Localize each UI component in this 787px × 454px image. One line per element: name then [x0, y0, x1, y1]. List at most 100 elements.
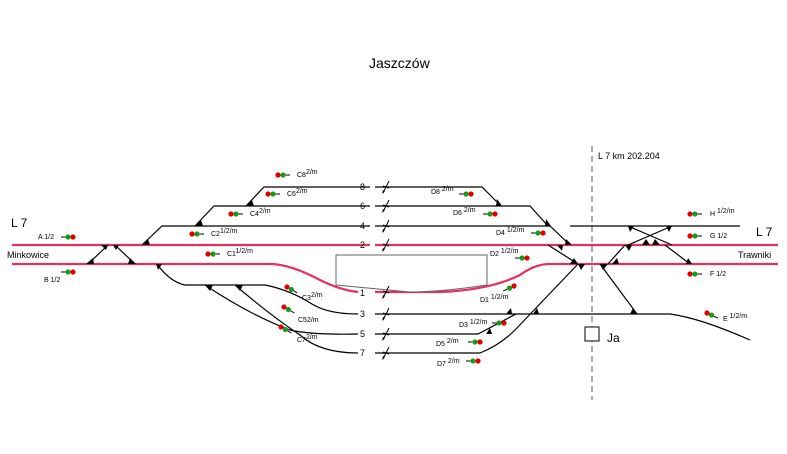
svg-text:D3 1/2/m: D3 1/2/m	[459, 319, 488, 329]
track-5-left	[204, 284, 359, 335]
signal-icon	[264, 190, 281, 198]
signal-C4[interactable]: C42/m	[227, 208, 271, 218]
signal-D8[interactable]: D8 2/m	[431, 186, 475, 198]
svg-text:C11/2/m: C11/2/m	[227, 248, 253, 258]
svg-text:6: 6	[360, 201, 365, 211]
svg-text:5: 5	[360, 329, 365, 339]
signal-B[interactable]: B 1/2	[44, 268, 77, 284]
signal-C7[interactable]: C72/m	[277, 323, 318, 344]
signal-F[interactable]: F 1/2	[686, 270, 726, 278]
svg-text:2: 2	[360, 240, 365, 250]
signal-G[interactable]: G 1/2	[686, 232, 727, 240]
signal-C3[interactable]: C32/m	[283, 283, 323, 302]
signal-icon	[530, 229, 547, 237]
line-label-left: L 7	[11, 216, 28, 230]
signal-box-icon	[584, 326, 600, 342]
track-8-left	[245, 186, 370, 207]
switch-wedges	[86, 199, 692, 334]
signal-D3[interactable]: D3 1/2/m	[459, 319, 508, 329]
svg-text:D6 2/m: D6 2/m	[453, 207, 476, 217]
signal-icon	[227, 210, 244, 218]
track-7-right	[375, 263, 579, 354]
track-7-left	[234, 284, 359, 354]
station-label-trawniki: Trawniki	[738, 250, 771, 260]
svg-text:4: 4	[360, 221, 365, 231]
signal-D4[interactable]: D4 1/2/m	[496, 227, 547, 237]
track-number-4: 4	[360, 219, 390, 234]
track-number-8: 8	[360, 180, 390, 195]
svg-text:C62/m: C62/m	[287, 188, 308, 198]
track-number-2: 2	[360, 238, 390, 253]
track-number-1: 1	[360, 285, 390, 300]
signal-icon	[60, 233, 77, 241]
signal-D6[interactable]: D6 2/m	[453, 207, 499, 218]
track-number-3: 3	[360, 307, 390, 322]
track-1-right	[375, 262, 778, 294]
signal-A[interactable]: A 1/2	[38, 233, 77, 241]
signal-D2[interactable]: D2 1/2/m	[490, 248, 531, 262]
svg-text:D7 2/m: D7 2/m	[437, 358, 460, 368]
crossover-mid-c	[664, 244, 691, 265]
track-number-5: 5	[360, 327, 390, 342]
svg-text:C21/2/m: C21/2/m	[211, 228, 238, 238]
signal-D1[interactable]: D1 1/2/m	[480, 283, 517, 304]
signal-icon	[281, 304, 295, 314]
track-number-7: 7	[360, 346, 390, 361]
track-3-right	[375, 313, 751, 341]
signal-icon	[284, 284, 298, 294]
svg-text:C72/m: C72/m	[297, 334, 318, 344]
track-6-right	[375, 205, 549, 227]
signal-icon	[188, 230, 205, 238]
svg-text:C32/m: C32/m	[302, 292, 323, 302]
track-3-left	[156, 263, 359, 315]
signal-icon	[60, 268, 77, 276]
svg-text:C42/m: C42/m	[250, 208, 271, 218]
track-1-left	[12, 262, 359, 294]
signal-D7[interactable]: D7 2/m	[437, 357, 482, 368]
signal-C8[interactable]: C82/m	[274, 169, 318, 179]
svg-text:F 1/2: F 1/2	[710, 271, 726, 278]
platform	[335, 254, 488, 293]
signal-C2[interactable]: C21/2/m	[188, 228, 238, 238]
svg-text:B 1/2: B 1/2	[44, 277, 60, 284]
svg-text:8: 8	[360, 182, 365, 192]
signal-icon	[458, 190, 475, 198]
signal-icon	[467, 338, 484, 346]
signal-C1[interactable]: C11/2/m	[204, 248, 253, 258]
svg-text:7: 7	[360, 348, 365, 358]
svg-text:E 1/2/m: E 1/2/m	[723, 313, 747, 323]
signal-icon	[274, 171, 291, 179]
signal-C5[interactable]: C52/m	[280, 303, 319, 324]
signal-icon	[686, 270, 703, 278]
crossover-mid-b	[607, 244, 626, 265]
signal-icon	[686, 210, 703, 218]
crossover-lower-right	[599, 263, 638, 315]
signal-box-label: Ja	[607, 331, 620, 345]
signal-C6[interactable]: C62/m	[264, 188, 308, 198]
signal-E[interactable]: E 1/2/m	[704, 310, 748, 323]
station-title: Jaszczów	[369, 55, 431, 71]
track-number-6: 6	[360, 199, 390, 214]
signal-icon	[465, 357, 482, 365]
svg-text:3: 3	[360, 309, 365, 319]
svg-text:A 1/2: A 1/2	[38, 234, 54, 241]
signal-H[interactable]: H 1/2/m	[686, 208, 735, 218]
svg-text:D4 1/2/m: D4 1/2/m	[496, 227, 525, 237]
signal-icon	[514, 254, 531, 262]
svg-text:D8 2/m: D8 2/m	[431, 186, 454, 196]
signal-icon	[204, 250, 221, 258]
station-label-minkowice: Minkowice	[7, 250, 49, 260]
signal-D5[interactable]: D5 2/m	[436, 338, 484, 348]
crossover-right-b	[627, 225, 673, 246]
signal-icon	[278, 324, 292, 334]
svg-text:D5 2/m: D5 2/m	[436, 338, 459, 348]
track-4-left	[141, 225, 370, 246]
signal-icon	[482, 210, 499, 218]
svg-text:C52/m: C52/m	[298, 317, 319, 324]
track-4-right	[375, 225, 571, 246]
track-8-right	[375, 186, 502, 207]
kilometre-label: L 7 km 202.204	[598, 151, 660, 161]
svg-text:1: 1	[360, 288, 365, 298]
svg-text:H 1/2/m: H 1/2/m	[710, 208, 735, 218]
